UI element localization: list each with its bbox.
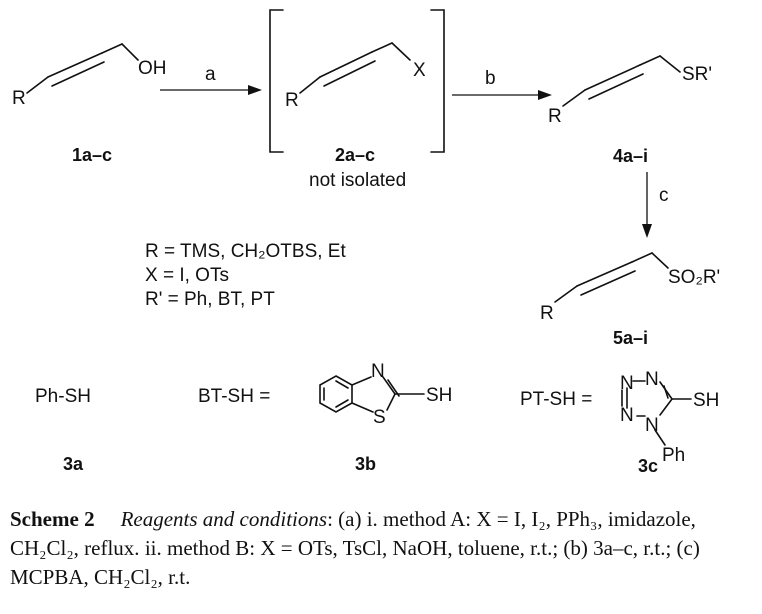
benzothiazole-structure: N S SH — [319, 361, 452, 428]
leaving-group-x: X — [413, 60, 426, 81]
legend-x-definition: X = I, OTs — [145, 265, 229, 286]
sulfonyl-group: SO₂R' — [668, 267, 720, 288]
bracket-intermediate — [269, 9, 445, 153]
reaction-scheme: R OH 1a–c a R X 2a–c not isolated b R SR… — [12, 9, 720, 476]
r-substituent-1: R — [12, 88, 26, 109]
not-isolated-note: not isolated — [309, 170, 406, 191]
thiazole-nitrogen: N — [371, 361, 385, 382]
r-substituent-4: R — [548, 106, 562, 127]
hydroxyl-group: OH — [138, 58, 167, 79]
compound-3c-label: 3c — [638, 456, 658, 476]
arrow-c — [642, 172, 652, 238]
tetrazole-nitrogen-3: N — [620, 405, 634, 426]
caption-step-c: (c) MCPBA, CH₂Cl₂, r.t. — [10, 536, 700, 589]
r-substituent-2: R — [285, 90, 299, 111]
caption-reagents-label: Reagents and conditions — [120, 507, 328, 531]
caption-step-a-ii: ii. method B: X = OTs, TsCl, NaOH, tolue… — [144, 536, 559, 560]
compound-3a-label: 3a — [63, 454, 84, 474]
caption-step-a-i: (a) i. method A: X = I, I₂, PPh₃, imidaz… — [10, 507, 696, 560]
compound-1-structure: R OH — [12, 43, 167, 109]
arrow-c-label: c — [659, 185, 669, 206]
benzothiazolethiol-label: BT-SH = — [198, 386, 270, 407]
tetrazole-nitrogen-2: N — [645, 369, 659, 390]
compound-4-structure: R SR' — [548, 55, 712, 127]
phenyl-group: Ph — [662, 445, 685, 466]
phenyltetrazolethiol-label: PT-SH = — [520, 389, 592, 410]
compound-2-label: 2a–c — [335, 145, 375, 165]
phenylthiol-label: Ph-SH — [35, 386, 91, 407]
arrow-a — [160, 85, 262, 95]
r-substituent-5: R — [540, 303, 554, 324]
compound-5-structure: R SO₂R' — [540, 252, 720, 324]
thiazole-sulfur: S — [373, 407, 386, 428]
pt-thiol-group: SH — [693, 390, 719, 411]
caption-step-b: (b) 3a–c, r.t.; — [563, 536, 672, 560]
compound-4-label: 4a–i — [613, 146, 648, 166]
compound-2-structure: R X — [285, 42, 426, 111]
caption-title: Scheme 2 — [10, 507, 95, 531]
compound-5-label: 5a–i — [613, 328, 648, 348]
bt-thiol-group: SH — [426, 385, 452, 406]
compound-3b-label: 3b — [355, 454, 376, 474]
legend-r-definition: R = TMS, CH₂OTBS, Et — [145, 241, 346, 262]
compound-1-label: 1a–c — [72, 145, 112, 165]
tetrazole-nitrogen-1: N — [620, 373, 634, 394]
arrow-b — [452, 90, 552, 100]
phenyltetrazole-structure: N N N N SH Ph — [620, 369, 719, 466]
legend-rprime-definition: R' = Ph, BT, PT — [145, 289, 275, 310]
arrow-a-label: a — [205, 64, 216, 85]
tetrazole-nitrogen-4: N — [645, 415, 659, 436]
thioether-group: SR' — [682, 64, 712, 85]
arrow-b-label: b — [485, 68, 496, 89]
